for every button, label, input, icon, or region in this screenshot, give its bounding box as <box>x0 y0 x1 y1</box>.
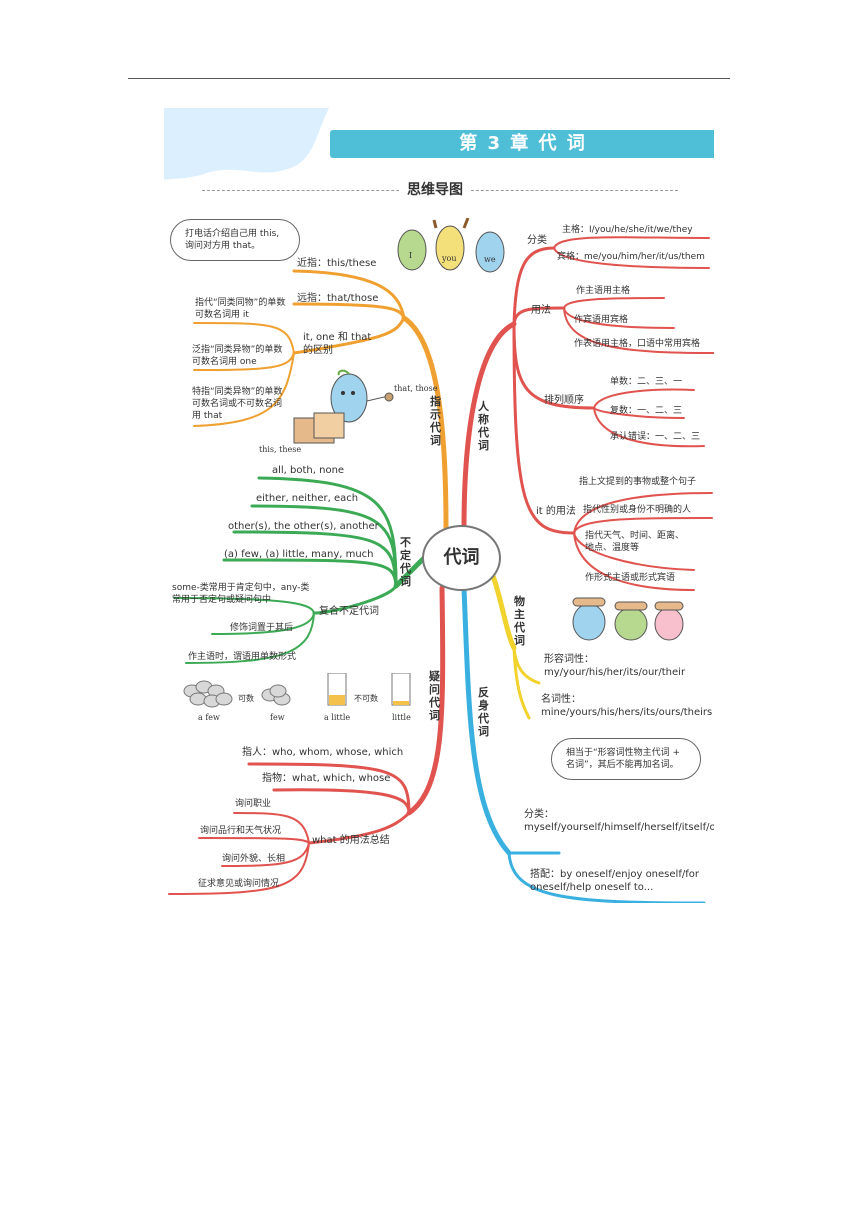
order-item-plural: 复数：一、二、三 <box>610 406 683 416</box>
caption-that-those: that, those <box>394 384 438 393</box>
tip-bubble-possessive: 相当于“形容词性物主代词 + 名词”，其后不能再加名词。 <box>551 738 701 780</box>
personal-order: 排列顺序 <box>544 395 584 406</box>
chapter-banner: 第 3 章 代 词 <box>330 130 714 158</box>
center-node: 代词 <box>422 525 501 591</box>
order-item-admit: 承认错误：一、二、三 <box>610 432 701 442</box>
possessive-jars-illustration <box>572 597 684 641</box>
reflexive-collocation: 搭配：by oneself/enjoy oneself/for oneself/… <box>530 869 699 893</box>
pronoun-figures-illustration <box>397 218 505 273</box>
indefinite-item-4: (a) few, (a) little, many, much <box>224 549 374 560</box>
caption-few: few <box>270 713 285 722</box>
header-cloud-shape <box>164 108 329 180</box>
what-usage-summary: what 的用法总结 <box>312 835 390 846</box>
interrogative-branch <box>168 585 446 895</box>
compound-item-modifier: 修饰词置于其后 <box>230 623 294 633</box>
interrogative-label: 疑问代词 <box>429 670 440 722</box>
demonstrative-item-that: 特指“同类异物”的单数可数名词或不可数名词用 that <box>192 387 283 421</box>
possessive-label: 物主代词 <box>514 595 525 647</box>
order-item-singular: 单数：二、三、一 <box>610 377 683 387</box>
reflexive-branch <box>461 585 706 903</box>
interrogative-thing: 指物：what, which, whose <box>262 773 391 784</box>
objective-case: 宾格：me/you/him/her/it/us/them <box>557 252 705 262</box>
usage-item-predicative: 作表语用主格，口语中常用宾格 <box>574 339 701 349</box>
adjective-possessive: 形容词性：my/your/his/her/its/our/their <box>544 654 686 678</box>
reflexive-classify: 分类：myself/yourself/himself/herself/itsel… <box>524 809 714 833</box>
compound-item-some-any: some-类常用于肯定句中，any-类常用于否定句或疑问句中 <box>172 583 310 605</box>
it-one-that-diff: it, one 和 that 的区别 <box>303 332 372 356</box>
indefinite-branch <box>173 476 432 664</box>
caption-little: little <box>392 713 411 722</box>
indefinite-item-2: either, neither, each <box>256 493 359 504</box>
near-demonstrative: 近指：this/these <box>297 258 377 269</box>
subjective-case: 主格：I/you/he/she/it/we/they <box>562 225 693 235</box>
subtitle: 思维导图 <box>399 179 471 199</box>
figure-label-we: we <box>484 255 496 264</box>
personal-classify: 分类 <box>527 235 547 246</box>
what-item-appearance: 询问外貌、长相 <box>222 854 286 864</box>
label-countable: 可数 <box>238 694 254 703</box>
far-demonstrative: 远指：that/those <box>297 293 379 304</box>
demonstrative-item-one: 泛指“同类异物”的单数可数名词用 one <box>192 345 283 367</box>
demonstrative-item-it: 指代“同类同物”的单数可数名词用 it <box>195 298 286 320</box>
it-item-previous: 指上文提到的事物或整个句子 <box>579 477 697 487</box>
tip-bubble-phone: 打电话介绍自己用 this, 询问对方用 that。 <box>170 219 300 261</box>
top-rule <box>128 78 730 79</box>
compound-item-singular: 作主语时，谓语用单数形式 <box>188 652 297 662</box>
compound-indefinite: 复合不定代词 <box>319 606 379 617</box>
reflexive-label: 反身代词 <box>478 686 489 738</box>
indefinite-item-1: all, both, none <box>272 465 345 476</box>
it-item-formal: 作形式主语或形式宾语 <box>585 573 676 583</box>
indefinite-label: 不定代词 <box>400 536 411 588</box>
mindmap-branches <box>168 236 714 903</box>
quantity-illustration <box>183 673 411 708</box>
it-usage: it 的用法 <box>536 506 576 517</box>
label-uncountable: 不可数 <box>354 694 378 703</box>
what-item-character: 询问品行和天气状况 <box>200 826 282 836</box>
caption-a-little: a little <box>324 713 351 722</box>
figure-label-i: I <box>409 251 413 260</box>
demonstrative-label: 指示代词 <box>430 395 441 447</box>
caption-a-few: a few <box>198 713 220 722</box>
mindmap-panel: 第 3 章 代 词 思维导图 <box>164 108 714 903</box>
usage-item-object: 作宾语用宾格 <box>574 315 629 325</box>
possessive-branch <box>481 555 541 720</box>
noun-possessive: 名词性：mine/yours/his/hers/its/ours/theirs <box>541 694 713 718</box>
what-item-job: 询问职业 <box>235 799 272 809</box>
it-item-weather-time: 指代天气、时间、距离、地点、温度等 <box>585 531 685 553</box>
indefinite-item-3: other(s), the other(s), another <box>228 521 379 532</box>
usage-item-subject: 作主语用主格 <box>576 286 631 296</box>
figure-label-you: you <box>442 254 457 263</box>
caption-this-these: this, these <box>259 445 302 454</box>
demonstrative-branch <box>193 269 449 531</box>
personal-branch <box>461 236 714 591</box>
it-item-unknown-person: 指代性别或身份不明确的人 <box>583 505 692 515</box>
what-item-opinion: 征求意见或询问情况 <box>198 879 280 889</box>
personal-label: 人称代词 <box>478 400 489 452</box>
interrogative-person: 指人：who, whom, whose, which <box>242 747 404 758</box>
bean-figure-illustration <box>293 369 394 444</box>
personal-usage: 用法 <box>531 305 551 316</box>
